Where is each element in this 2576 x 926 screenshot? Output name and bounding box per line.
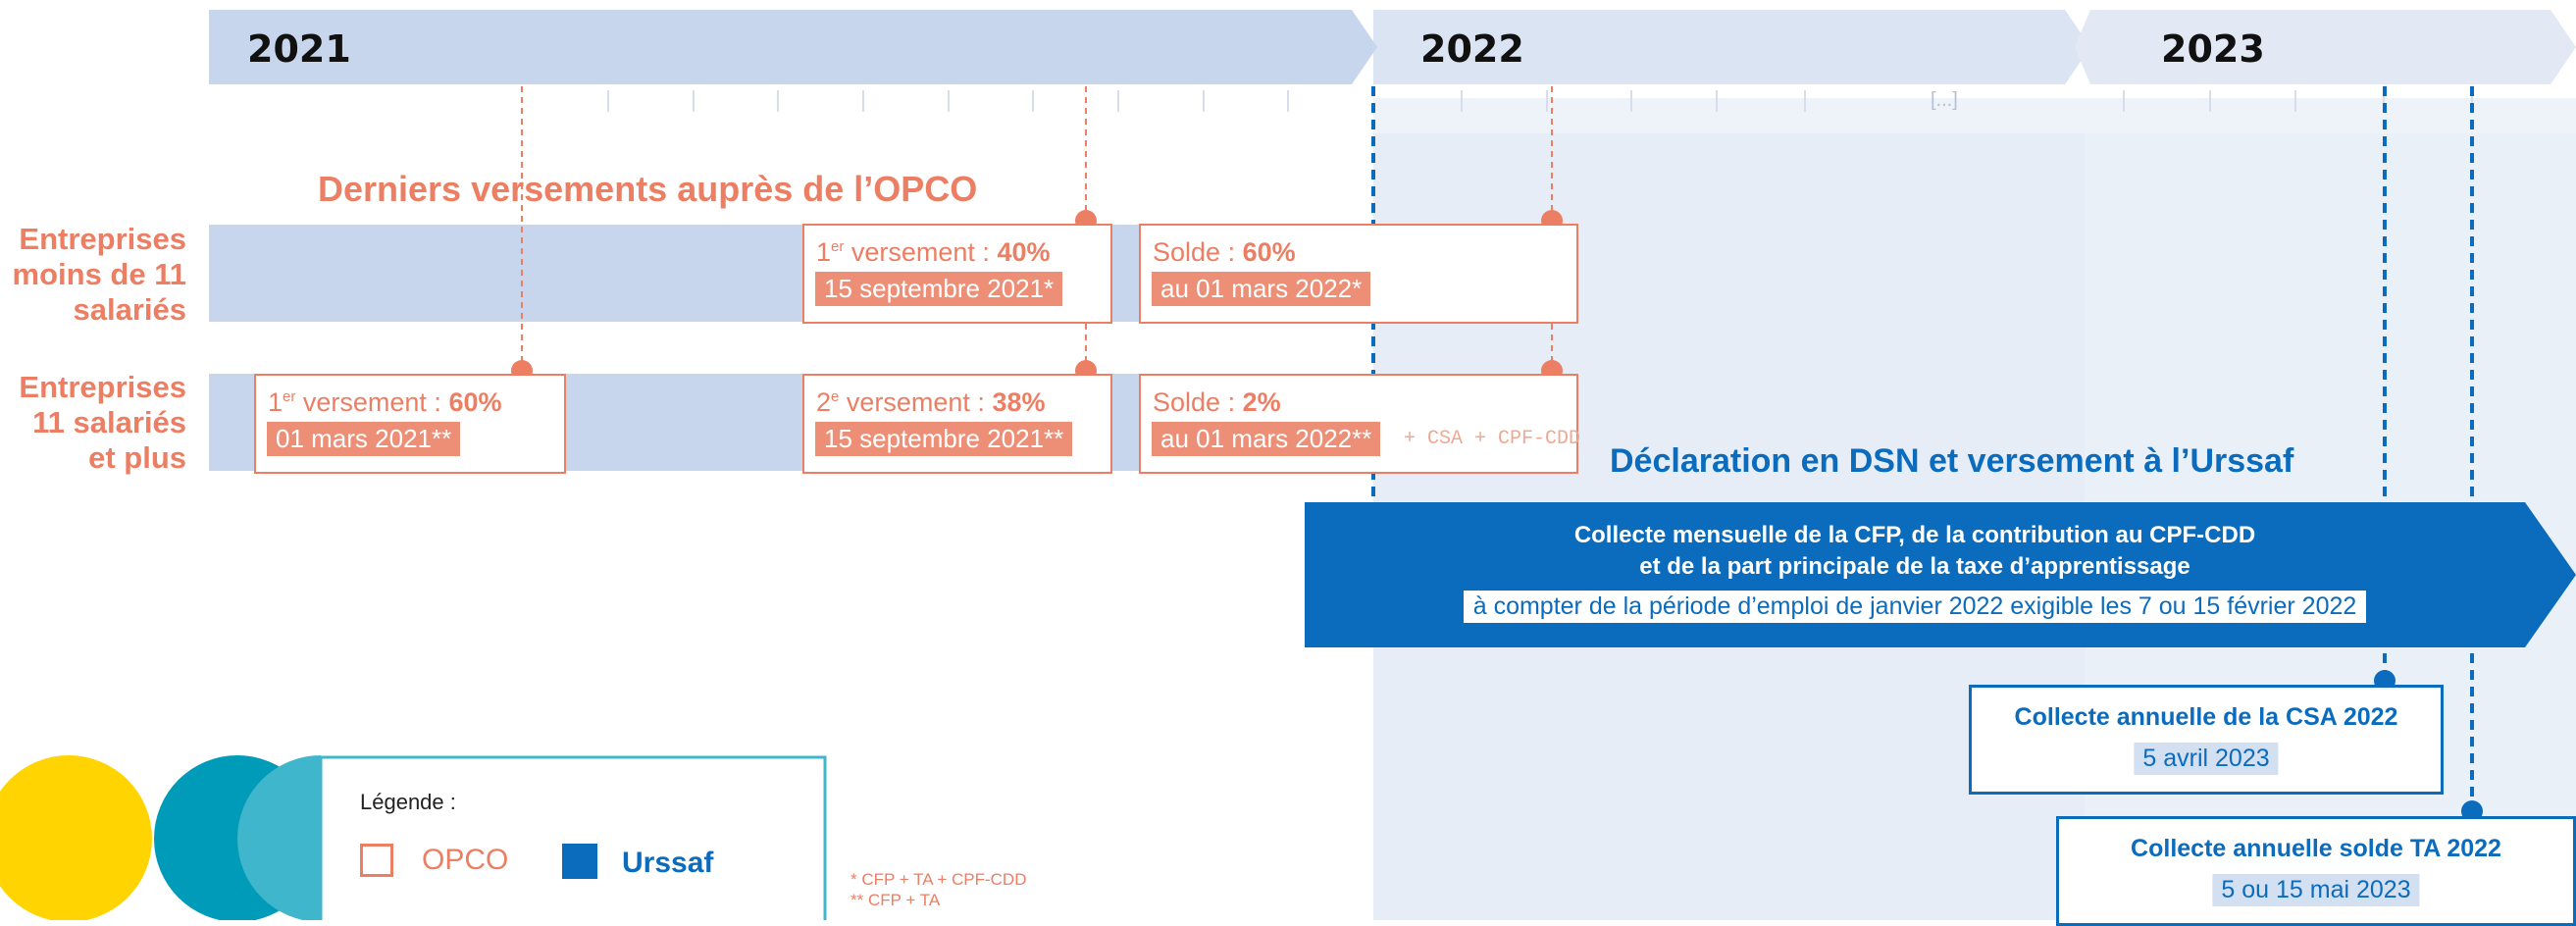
tick-marks — [607, 90, 2473, 112]
row-label-large: Entreprises 11 salariés et plus — [19, 370, 186, 475]
legend-title: Légende : — [360, 790, 456, 814]
opco-title: Derniers versements auprès de l’OPCO — [318, 169, 978, 209]
ta-box: Collecte annuelle solde TA 2022 5 ou 15 … — [2056, 816, 2576, 926]
extra-note: + CSA + CPF-CDD — [1404, 428, 1581, 450]
csa-date: 5 avril 2023 — [2134, 743, 2279, 775]
legend-urssaf-swatch — [562, 844, 597, 879]
legend-opco-swatch — [360, 844, 393, 877]
year-2022: 2022 — [1420, 27, 1524, 71]
payment-date: 01 mars 2021** — [267, 422, 461, 456]
payment-box: 1er versement : 40% 15 septembre 2021* — [802, 224, 1112, 324]
ta-date: 5 ou 15 mai 2023 — [2212, 874, 2420, 906]
csa-box: Collecte annuelle de la CSA 2022 5 avril… — [1969, 685, 2444, 795]
urssaf-title: Déclaration en DSN et versement à l’Urss… — [1610, 442, 2294, 480]
arrow-date: à compter de la période d’emploi de janv… — [1463, 591, 2367, 623]
footnote-1: * CFP + TA + CPF-CDD — [850, 870, 1027, 889]
payment-box: Solde : 2% au 01 mars 2022** + CSA + CPF… — [1139, 374, 1581, 474]
year-2023: 2023 — [2161, 27, 2265, 71]
legend-urssaf-label: Urssaf — [622, 847, 714, 879]
payment-date: 15 septembre 2021** — [815, 422, 1073, 456]
row-label-small: Entreprises moins de 11 salariés — [12, 222, 186, 327]
payment-date: au 01 mars 2022** — [1152, 422, 1381, 456]
timeline-ellipsis: [...] — [1931, 89, 1958, 111]
payment-box: 2e versement : 38% 15 septembre 2021** — [802, 374, 1112, 474]
footnote-2: ** CFP + TA — [850, 891, 941, 909]
legend-opco-label: OPCO — [422, 844, 509, 876]
year-2021: 2021 — [247, 27, 351, 71]
arrow-line-2: et de la part principale de la taxe d’ap… — [1639, 553, 2190, 580]
payment-date: au 01 mars 2022* — [1152, 272, 1371, 306]
payment-box: 1er versement : 60% 01 mars 2021** — [254, 374, 566, 474]
payment-date: 15 septembre 2021* — [815, 272, 1063, 306]
payment-box: Solde : 60% au 01 mars 2022* — [1139, 224, 1578, 324]
arrow-line-1: Collecte mensuelle de la CFP, de la cont… — [1573, 522, 2256, 548]
